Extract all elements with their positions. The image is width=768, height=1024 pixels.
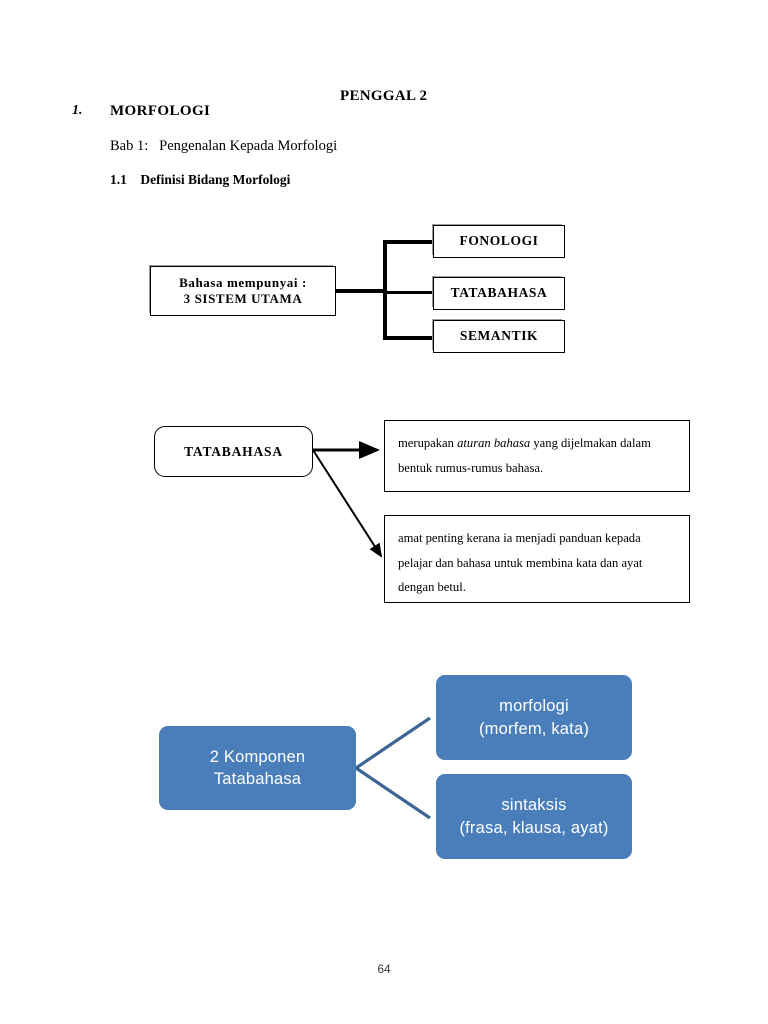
komponen-main-line2: Tatabahasa bbox=[213, 770, 302, 788]
connector-stem bbox=[336, 289, 385, 293]
diagram-root-node: Bahasa mempunyai : 3 SISTEM UTAMA bbox=[150, 266, 336, 316]
komponen-main-line1: 2 Komponen bbox=[209, 747, 306, 766]
definition-one-after: yang dijelmakan dalam bentuk rumus-rumus… bbox=[398, 436, 651, 475]
root-node-line1: Bahasa mempunyai : bbox=[179, 274, 307, 290]
definition-box-two: amat penting kerana ia menjadi panduan k… bbox=[384, 515, 690, 603]
subsection-heading: 1.1 Definisi Bidang Morfologi bbox=[110, 172, 291, 187]
definition-box-one: merupakan aturan bahasa yang dijelmakan … bbox=[384, 420, 690, 492]
diagram-leaf-fonologi: FONOLOGI bbox=[433, 225, 565, 258]
sintaksis-line2: (frasa, klausa, ayat) bbox=[459, 818, 609, 837]
connector-branch-tatabahasa bbox=[383, 291, 433, 294]
connector-trunk bbox=[383, 240, 387, 340]
komponen-main-node: 2 Komponen Tatabahasa bbox=[159, 726, 356, 810]
morfologi-line2: (morfem, kata) bbox=[478, 719, 590, 738]
connector-to-sintaksis bbox=[355, 766, 431, 820]
morfologi-line1: morfologi bbox=[499, 697, 569, 716]
root-node-line2: 3 SISTEM UTAMA bbox=[183, 291, 303, 306]
sintaksis-line1: sintaksis bbox=[501, 796, 567, 815]
diagram-leaf-semantik: SEMANTIK bbox=[433, 320, 565, 353]
page-header-title: PENGGAL 2 bbox=[340, 88, 428, 104]
connector-to-morfologi bbox=[355, 716, 431, 770]
page-number: 64 bbox=[377, 962, 391, 976]
definition-one-before: merupakan bbox=[398, 436, 458, 450]
connector-branch-semantik bbox=[383, 336, 433, 340]
komponen-node-sintaksis: sintaksis (frasa, klausa, ayat) bbox=[436, 774, 632, 859]
definition-one-italic: aturan bahasa bbox=[457, 436, 531, 450]
section-number: 1. bbox=[72, 103, 83, 118]
page-title: MORFOLOGI bbox=[110, 103, 211, 119]
diagram-leaf-tatabahasa: TATABAHASA bbox=[433, 277, 565, 310]
komponen-node-morfologi: morfologi (morfem, kata) bbox=[436, 675, 632, 760]
chapter-line: Bab 1: Pengenalan Kepada Morfologi bbox=[110, 138, 338, 154]
connector-branch-fonologi bbox=[383, 240, 433, 244]
tatabahasa-node: TATABAHASA bbox=[154, 426, 313, 477]
